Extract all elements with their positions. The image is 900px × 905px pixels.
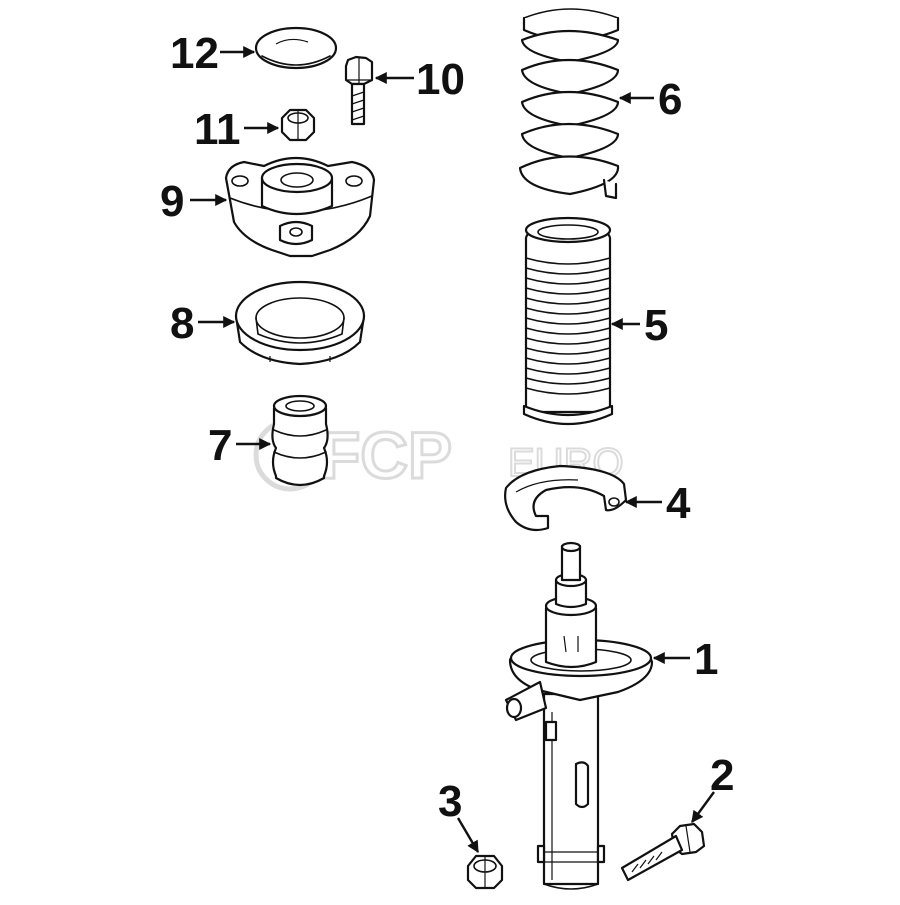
part-4-spring-seat bbox=[504, 464, 628, 532]
leader-arrows bbox=[190, 46, 715, 854]
callout-5: 5 bbox=[644, 301, 668, 350]
callout-11: 11 bbox=[194, 105, 241, 154]
callout-10: 10 bbox=[416, 55, 465, 104]
callout-7: 7 bbox=[208, 421, 232, 470]
callout-8: 8 bbox=[170, 299, 194, 348]
part-8-bearing bbox=[234, 280, 366, 366]
part-1-strut bbox=[504, 541, 654, 890]
leader-3 bbox=[456, 817, 480, 854]
callout-1: 1 bbox=[694, 635, 718, 684]
part-11-nut bbox=[280, 108, 316, 142]
boot-folds bbox=[525, 257, 611, 395]
part-12-cap bbox=[254, 26, 338, 70]
callout-labels: 12 10 11 9 8 7 6 5 4 1 2 3 bbox=[160, 29, 734, 826]
callout-3: 3 bbox=[438, 777, 462, 826]
part-3-nut bbox=[466, 854, 504, 890]
callout-9: 9 bbox=[160, 177, 184, 226]
callout-12: 12 bbox=[170, 29, 219, 78]
part-9-strut-mount bbox=[224, 156, 376, 258]
watermark-main: FCP bbox=[320, 418, 452, 492]
callout-2: 2 bbox=[710, 751, 734, 800]
part-5-dust-boot bbox=[522, 216, 614, 426]
leader-2 bbox=[691, 791, 715, 823]
part-7-bump-stop bbox=[271, 394, 329, 487]
callout-6: 6 bbox=[658, 75, 682, 124]
part-6-coil-spring bbox=[518, 8, 620, 200]
part-2-bolt bbox=[620, 822, 706, 882]
part-10-bolt bbox=[344, 55, 374, 126]
callout-4: 4 bbox=[666, 479, 691, 528]
